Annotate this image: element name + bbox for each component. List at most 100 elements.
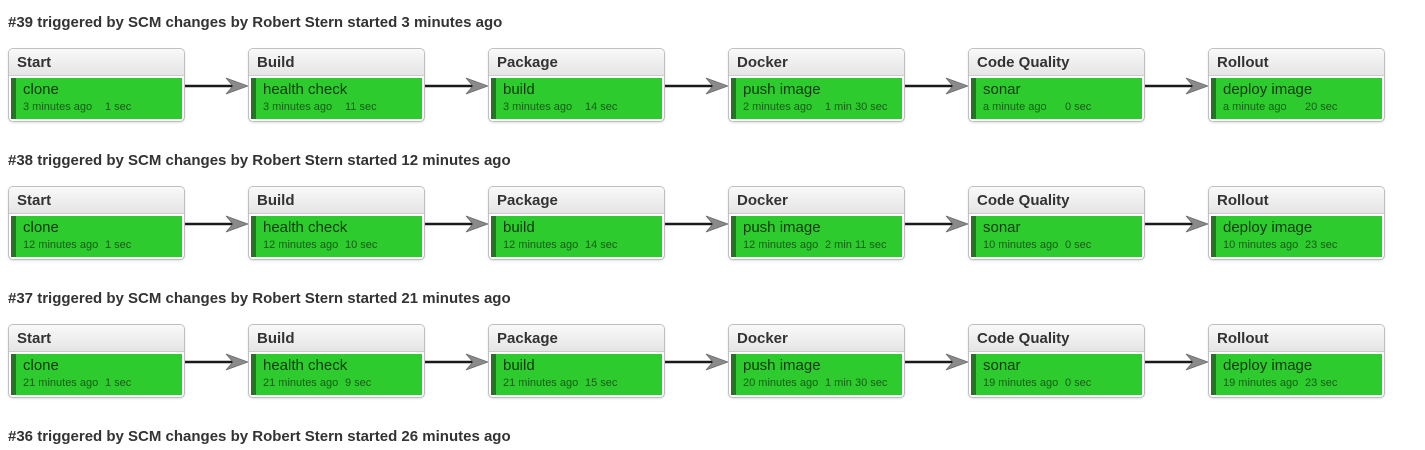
- task-name: sonar: [983, 81, 1021, 98]
- task-start-time: 12 minutes ago: [503, 239, 579, 251]
- task-start-time: 3 minutes ago: [503, 101, 573, 113]
- task-duration: 10 sec: [345, 239, 378, 251]
- task-meta: 3 minutes ago 14 sec: [503, 101, 657, 114]
- flow-arrow-icon: [905, 77, 969, 95]
- stage-name: Code Quality: [969, 49, 1144, 76]
- task-duration: 1 min 30 sec: [825, 101, 888, 113]
- task-name: build: [503, 357, 535, 374]
- stage-name: Start: [9, 187, 184, 214]
- task-start-time: a minute ago: [1223, 101, 1287, 113]
- stage-name: Docker: [729, 187, 904, 214]
- build-step-cell[interactable]: push image 2 minutes ago 1 min 30 sec: [731, 78, 902, 119]
- build-step-cell[interactable]: sonar a minute ago 0 sec: [971, 78, 1142, 119]
- stage-card: Code Quality sonar a minute ago 0 sec: [968, 48, 1145, 122]
- pipeline-row: #37 triggered by SCM changes by Robert S…: [0, 276, 1425, 414]
- task-start-time: 3 minutes ago: [263, 101, 333, 113]
- task-duration: 0 sec: [1065, 101, 1092, 113]
- task-start-time: 12 minutes ago: [743, 239, 819, 251]
- task-duration: 0 sec: [1065, 239, 1092, 251]
- task-name: push image: [743, 81, 821, 98]
- task-name: clone: [23, 357, 59, 374]
- stage-name: Build: [249, 49, 424, 76]
- task-start-time: 12 minutes ago: [263, 239, 339, 251]
- flow-arrow-icon: [425, 77, 489, 95]
- build-title: #37 triggered by SCM changes by Robert S…: [8, 290, 511, 307]
- stage-name: Build: [249, 325, 424, 352]
- task-meta: 19 minutes ago 0 sec: [983, 377, 1137, 390]
- task-duration: 1 sec: [105, 101, 132, 113]
- task-start-time: 10 minutes ago: [983, 239, 1059, 251]
- task-meta: a minute ago 0 sec: [983, 101, 1137, 114]
- flow-arrow-icon: [905, 353, 969, 371]
- task-meta: 3 minutes ago 11 sec: [263, 101, 417, 114]
- stage-name: Code Quality: [969, 325, 1144, 352]
- stage-name: Package: [489, 187, 664, 214]
- flow-arrow-icon: [425, 353, 489, 371]
- stage-name: Start: [9, 325, 184, 352]
- task-start-time: 2 minutes ago: [743, 101, 813, 113]
- stage-name: Start: [9, 49, 184, 76]
- task-duration: 1 sec: [105, 239, 132, 251]
- task-meta: 10 minutes ago 0 sec: [983, 239, 1137, 252]
- flow-arrow-icon: [665, 215, 729, 233]
- build-step-cell[interactable]: health check 12 minutes ago 10 sec: [251, 216, 422, 257]
- task-duration: 15 sec: [585, 377, 618, 389]
- task-name: health check: [263, 357, 348, 374]
- task-name: deploy image: [1223, 219, 1313, 236]
- task-duration: 0 sec: [1065, 377, 1092, 389]
- task-name: clone: [23, 81, 59, 98]
- task-duration: 11 sec: [345, 101, 377, 113]
- task-name: health check: [263, 219, 348, 236]
- task-start-time: a minute ago: [983, 101, 1047, 113]
- flow-arrow-icon: [665, 77, 729, 95]
- task-duration: 14 sec: [585, 101, 618, 113]
- task-start-time: 19 minutes ago: [1223, 377, 1299, 389]
- build-title: #38 triggered by SCM changes by Robert S…: [8, 152, 511, 169]
- flow-arrow-icon: [665, 353, 729, 371]
- stage-name: Package: [489, 325, 664, 352]
- task-start-time: 19 minutes ago: [983, 377, 1059, 389]
- task-name: deploy image: [1223, 357, 1313, 374]
- build-title: #36 triggered by SCM changes by Robert S…: [8, 428, 511, 445]
